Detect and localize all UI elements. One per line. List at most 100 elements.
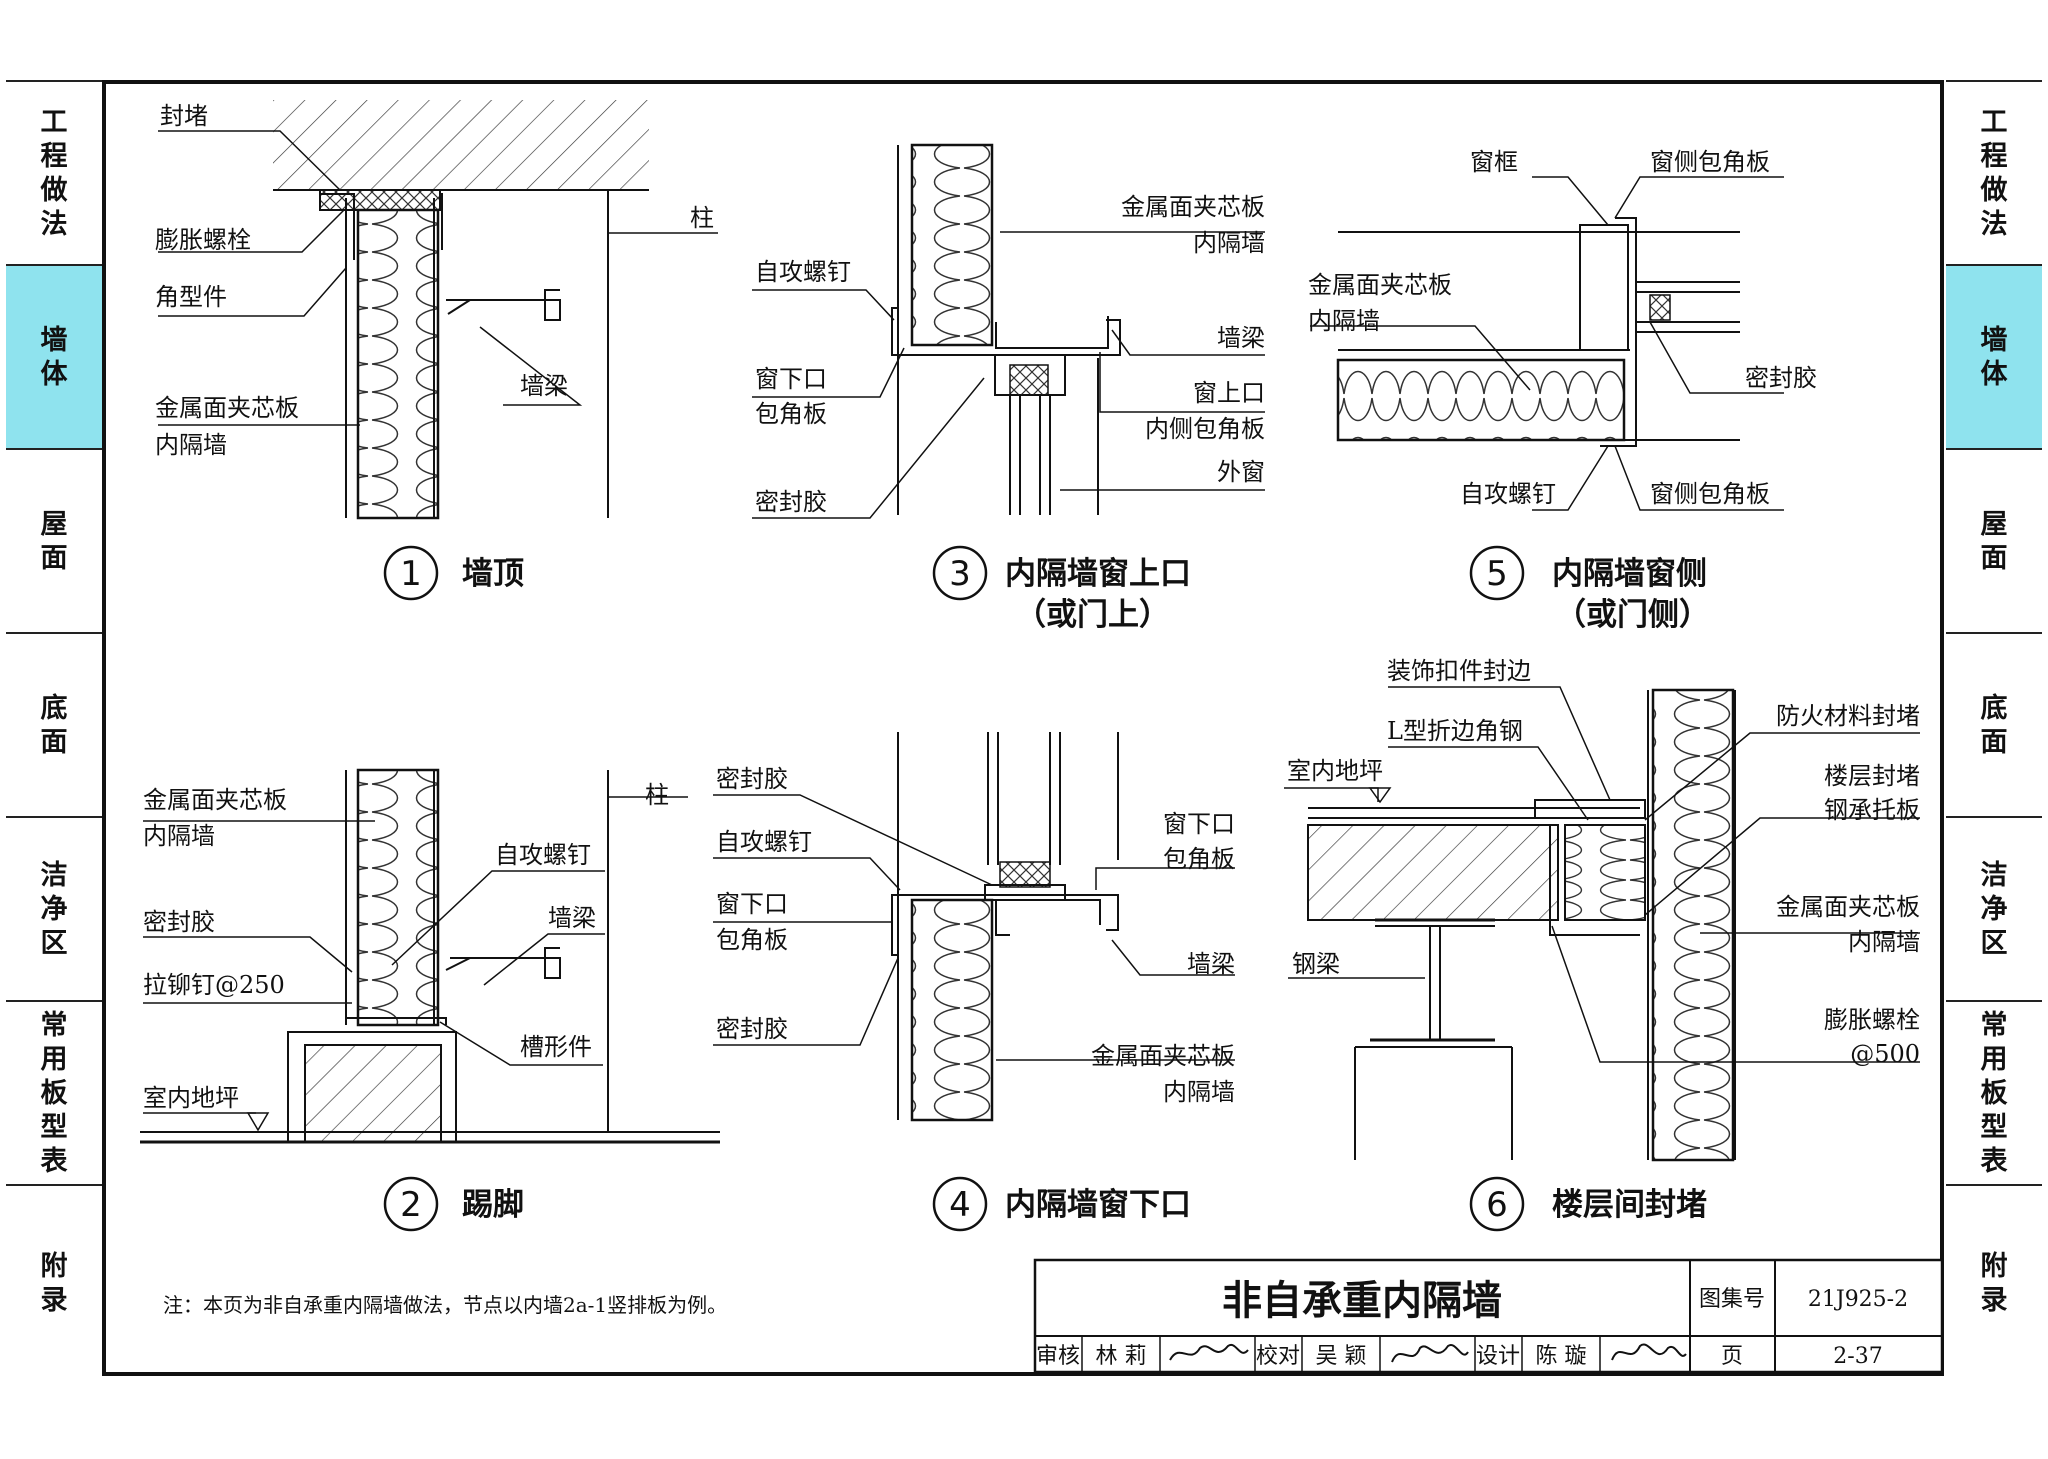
label-chuangxia1-d4: 窗下口 xyxy=(716,890,788,918)
detail-2-title: 踢脚 xyxy=(462,1187,524,1223)
label-jinshu2-d3: 内隔墙 xyxy=(1193,229,1265,257)
label-mifeng-d2: 密封胶 xyxy=(143,908,215,936)
page-no: 2-37 xyxy=(1833,1344,1882,1369)
label-jinshu1-d5: 金属面夹芯板 xyxy=(1308,271,1452,299)
label-mifeng-d3: 密封胶 xyxy=(755,488,827,516)
side-tab-qiangti-r[interactable]: 墙体 xyxy=(1946,264,2042,450)
title-block: 非自承重内隔墙 图集号 21J925-2 审核 林 莉 校对 吴 颖 设计 陈 … xyxy=(1033,1258,1944,1374)
label-jinshu2-d2: 内隔墙 xyxy=(143,822,215,850)
label-gangliang: 钢梁 xyxy=(1292,950,1340,978)
detail-2-skirting: 金属面夹芯板 内隔墙 柱 自攻螺钉 密封胶 墙梁 拉铆钉@250 槽形件 室内地… xyxy=(140,768,720,1232)
detail-4-window-sill: 密封胶 自攻螺钉 窗下口 包角板 密封胶 窗下口 包角板 墙梁 金属面夹芯板 内… xyxy=(713,732,1235,1232)
label-zigong-d3: 自攻螺钉 xyxy=(755,258,851,286)
label-chuangce2: 窗侧包角板 xyxy=(1650,480,1770,508)
label-chuangce1: 窗侧包角板 xyxy=(1650,148,1770,176)
review-label: 审核 xyxy=(1036,1344,1080,1369)
label-zigong-d4: 自攻螺钉 xyxy=(716,828,812,856)
label-qiangliang-d3: 墙梁 xyxy=(1217,324,1265,352)
right-side-tabs: 工程做法 墙体 屋面 底面 洁净区 常用板型表 附录 xyxy=(1946,80,2042,1380)
label-mifeng1-d4: 密封胶 xyxy=(716,765,788,793)
label-zhu-d2: 柱 xyxy=(645,781,669,809)
label-louceng2: 钢承托板 xyxy=(1824,796,1920,824)
label-qiangliang: 墙梁 xyxy=(520,372,568,400)
detail-5-window-jamb: 窗框 窗侧包角板 金属面夹芯板 内隔墙 密封胶 自攻螺钉 窗侧包角板 5 内隔墙… xyxy=(1308,148,1817,633)
label-rchuangxia2-d4: 包角板 xyxy=(1163,845,1235,873)
label-jinshu2-d4: 内隔墙 xyxy=(1163,1078,1235,1106)
detail-5-number: 5 xyxy=(1486,554,1508,594)
label-pengzhang1-d6: 膨胀螺栓 xyxy=(1824,1006,1920,1034)
drawing-title: 非自承重内隔墙 xyxy=(1222,1278,1502,1324)
detail-6-title: 楼层间封堵 xyxy=(1552,1187,1707,1223)
page-label: 页 xyxy=(1721,1344,1743,1369)
label-mifeng-d5: 密封胶 xyxy=(1745,364,1817,392)
label-jinshu1-d6: 金属面夹芯板 xyxy=(1776,893,1920,921)
detail-3-window-head: 金属面夹芯板 内隔墙 自攻螺钉 墙梁 窗下口 包角板 窗上口 内侧包角板 外窗 … xyxy=(752,143,1265,633)
side-tab-changyong[interactable]: 常用板型表 xyxy=(6,1000,102,1186)
detail-4-title: 内隔墙窗下口 xyxy=(1005,1187,1191,1223)
side-tab-wumian-r[interactable]: 屋面 xyxy=(1946,448,2042,634)
label-chuangxia2-d4: 包角板 xyxy=(716,926,788,954)
check-signature xyxy=(1391,1343,1469,1363)
label-jinshu1-d2: 金属面夹芯板 xyxy=(143,786,287,814)
drawing-frame xyxy=(102,80,1944,1376)
check-label: 校对 xyxy=(1256,1344,1300,1369)
label-zhuangshi: 装饰扣件封边 xyxy=(1387,657,1531,685)
side-tab-jiejingqu-r[interactable]: 洁净区 xyxy=(1946,816,2042,1002)
label-fanghuo: 防火材料封堵 xyxy=(1776,702,1920,730)
side-tab-gongcheng[interactable]: 工程做法 xyxy=(6,80,102,266)
label-neice: 内侧包角板 xyxy=(1145,415,1265,443)
label-jinshu2-d6: 内隔墙 xyxy=(1848,928,1920,956)
check-name: 吴 颖 xyxy=(1316,1344,1367,1369)
label-zigong-d5: 自攻螺钉 xyxy=(1460,480,1556,508)
side-tab-fulu-r[interactable]: 附录 xyxy=(1946,1184,2042,1382)
label-zhu: 柱 xyxy=(690,204,714,232)
label-chuangkuang: 窗框 xyxy=(1470,148,1518,176)
label-qiangliang-d4: 墙梁 xyxy=(1187,950,1235,978)
detail-1-title: 墙顶 xyxy=(462,556,524,592)
label-fengdu: 封堵 xyxy=(160,102,208,130)
atlas-no: 21J925-2 xyxy=(1808,1287,1908,1312)
detail-3-subtitle: （或门上） xyxy=(1015,597,1170,633)
detail-6-number: 6 xyxy=(1486,1185,1508,1225)
label-jinshu1-d3: 金属面夹芯板 xyxy=(1121,193,1265,221)
label-chuangxia2-d3: 包角板 xyxy=(755,400,827,428)
side-tab-changyong-r[interactable]: 常用板型表 xyxy=(1946,1000,2042,1186)
label-waichuang: 外窗 xyxy=(1217,458,1265,486)
detail-1-wall-top: 封堵 膨胀螺栓 角型件 金属面夹芯板 内隔墙 柱 墙梁 1 墙顶 xyxy=(155,100,718,601)
label-jinshu1-d4: 金属面夹芯板 xyxy=(1091,1042,1235,1070)
side-tab-gongcheng-r[interactable]: 工程做法 xyxy=(1946,80,2042,266)
label-dikeng-d6: 室内地坪 xyxy=(1287,757,1383,785)
side-tab-qiangti[interactable]: 墙体 xyxy=(6,264,102,450)
label-caoxing: 槽形件 xyxy=(520,1033,592,1061)
label-chuangshang: 窗上口 xyxy=(1193,379,1265,407)
side-tab-dimian[interactable]: 底面 xyxy=(6,632,102,818)
label-lxing: L型折边角钢 xyxy=(1387,717,1523,745)
side-tab-dimian-r[interactable]: 底面 xyxy=(1946,632,2042,818)
label-jinshu1: 金属面夹芯板 xyxy=(155,394,299,422)
label-qiangliang-d2: 墙梁 xyxy=(548,904,596,932)
side-tab-wumian[interactable]: 屋面 xyxy=(6,448,102,634)
label-pengzhang: 膨胀螺栓 xyxy=(155,226,251,254)
atlas-label: 图集号 xyxy=(1699,1287,1765,1312)
design-name: 陈 璇 xyxy=(1536,1344,1587,1369)
label-dikeng-d2: 室内地坪 xyxy=(143,1084,239,1112)
page-note: 注：本页为非自承重内隔墙做法，节点以内墙2a-1竖排板为例。 xyxy=(163,1293,727,1317)
left-side-tabs: 工程做法 墙体 屋面 底面 洁净区 常用板型表 附录 xyxy=(6,80,102,1380)
label-jinshu2: 内隔墙 xyxy=(155,431,227,459)
label-zigong-d2: 自攻螺钉 xyxy=(495,841,591,869)
detail-6-floor-sealing: 装饰扣件封边 L型折边角钢 室内地坪 防火材料封堵 楼层封堵 钢承托板 钢梁 金… xyxy=(1284,657,1920,1232)
review-name: 林 莉 xyxy=(1096,1344,1147,1369)
label-louceng1: 楼层封堵 xyxy=(1824,762,1920,790)
design-signature xyxy=(1611,1343,1687,1361)
side-tab-fulu[interactable]: 附录 xyxy=(6,1184,102,1382)
review-signature xyxy=(1169,1343,1249,1361)
detail-3-title: 内隔墙窗上口 xyxy=(1005,556,1191,592)
detail-5-subtitle: （或门侧） xyxy=(1555,597,1710,633)
label-lamao: 拉铆钉@250 xyxy=(143,971,285,999)
label-jiaoxing: 角型件 xyxy=(155,283,227,311)
label-pengzhang2-d6: @500 xyxy=(1850,1040,1920,1068)
design-label: 设计 xyxy=(1476,1344,1520,1369)
label-jinshu2-d5: 内隔墙 xyxy=(1308,307,1380,335)
side-tab-jiejingqu[interactable]: 洁净区 xyxy=(6,816,102,1002)
